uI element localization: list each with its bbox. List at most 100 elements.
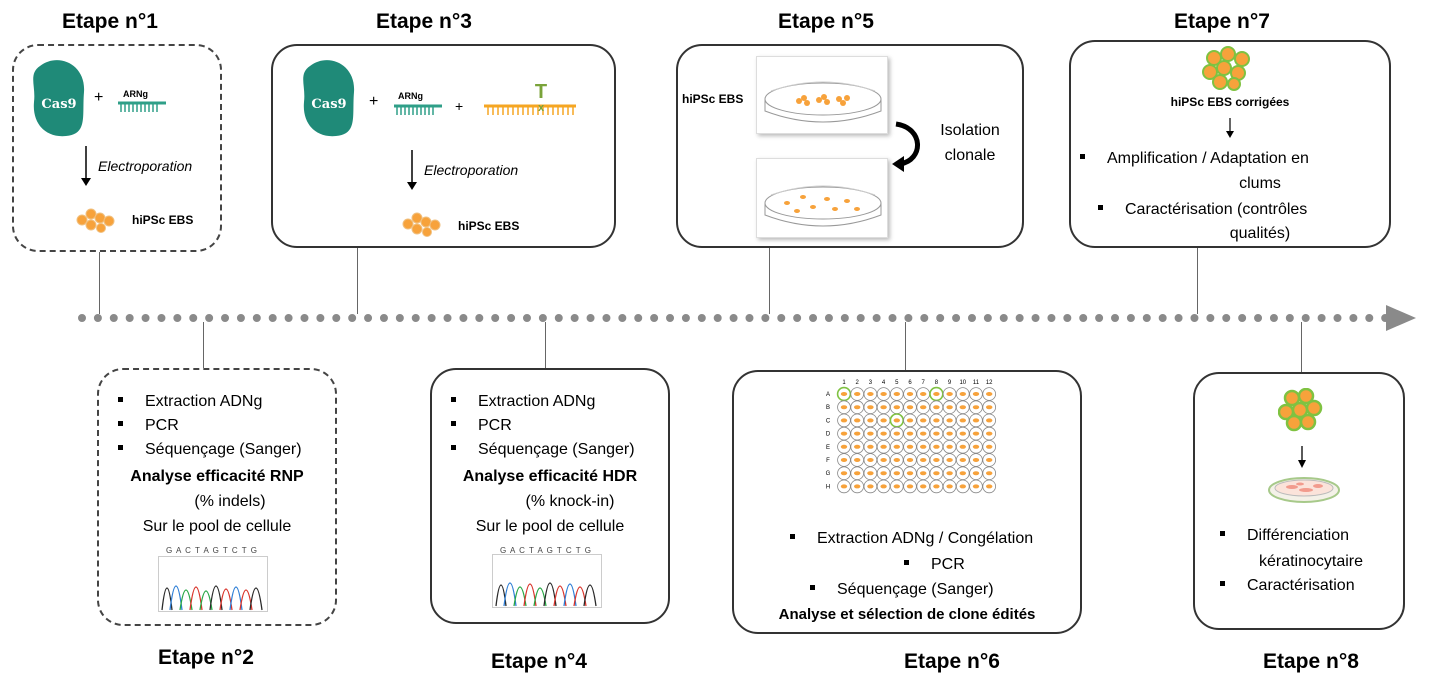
step7-bullet-2-cont: qualités) [1229, 225, 1291, 242]
plate-column-label: 9 [948, 380, 952, 386]
well-colony [893, 484, 900, 489]
plate-column-label: 4 [882, 380, 886, 386]
well-colony [920, 471, 927, 476]
step4-pool: Sur le pool de cellule [475, 518, 625, 535]
step1-method: Electroporation [98, 158, 193, 174]
well-colony [840, 484, 848, 489]
step3-method: Electroporation [424, 162, 519, 178]
step6-bullet-3: Séquençage (Sanger) [810, 581, 994, 599]
step3-title: Etape n°3 [376, 10, 472, 33]
well-colony [880, 458, 887, 462]
well-colony [906, 392, 914, 396]
well-colony [920, 484, 927, 489]
well-colony [854, 484, 861, 489]
well-colony [854, 405, 861, 410]
well-colony [906, 471, 914, 476]
well-colony [840, 405, 848, 410]
connector-step6 [905, 322, 906, 370]
step4-metric: (% knock-in) [525, 493, 615, 510]
step3-plus1: + [369, 93, 379, 110]
down-arrow-icon [81, 146, 91, 186]
plate-row-label: A [826, 392, 830, 398]
step7-bullet-1-cont: clums [1239, 175, 1281, 192]
well-colony [946, 444, 953, 449]
well-colony [840, 458, 848, 462]
well-colony [893, 444, 900, 449]
well-colony [840, 444, 848, 449]
plate-column-label: 11 [973, 380, 980, 386]
plate-column-label: 8 [935, 380, 939, 386]
well-colony [920, 418, 927, 423]
step4-bullet-3: Séquençage (Sanger) [451, 441, 635, 459]
cell-cluster-icon [1278, 388, 1323, 432]
grna-icon [118, 101, 166, 112]
step4-bullet-1: Extraction ADNg [451, 393, 595, 411]
chromatogram-icon [158, 556, 268, 612]
step6-bullet-1: Extraction ADNg / Congélation [790, 530, 1033, 548]
corrected-cell-cluster-icon [1202, 46, 1250, 91]
well-colony [893, 471, 900, 476]
dish-isolated-clones [756, 158, 888, 238]
well-colony [972, 484, 980, 489]
well-colony [946, 431, 953, 436]
well-colony [854, 431, 861, 436]
well-colony [867, 484, 874, 489]
well-colony [854, 458, 861, 462]
well-colony [920, 431, 927, 436]
well-colony [959, 418, 966, 423]
well-colony [933, 484, 940, 489]
step7-cells-label: hiPSc EBS corrigées [1170, 95, 1290, 109]
well-colony [933, 418, 940, 423]
well-colony [986, 444, 993, 449]
well-colony [946, 392, 953, 396]
well-colony [840, 392, 848, 396]
well-colony [867, 418, 874, 423]
plate-row-label: B [826, 405, 830, 411]
well-colony [867, 471, 874, 476]
well-colony [933, 458, 940, 462]
well-colony [986, 431, 993, 436]
isolation-label-line2: clonale [944, 147, 996, 164]
plate-row-label: D [826, 432, 831, 438]
step2-pool: Sur le pool de cellule [142, 518, 292, 535]
well-colony [946, 471, 953, 476]
plate-column-label: 2 [856, 380, 860, 386]
step6-analysis: Analyse et sélection de clone édités [778, 606, 1036, 623]
well-colony [933, 431, 940, 436]
well-colony [959, 431, 966, 436]
well-colony [880, 471, 887, 476]
step2-metric: (% indels) [194, 493, 266, 510]
step3-cells-label: hiPSc EBS [458, 219, 520, 233]
timeline-arrowhead [1386, 305, 1416, 331]
down-arrow-icon [1298, 446, 1306, 468]
well-colony [972, 392, 980, 396]
well-colony [933, 444, 940, 449]
well-colony [946, 458, 953, 462]
well-colony [867, 458, 874, 462]
dish-with-cells [756, 56, 888, 134]
step2-bullet-2: PCR [118, 417, 179, 435]
well-colony [946, 418, 953, 423]
plate-column-label: 12 [986, 380, 993, 386]
chromatogram-icon [492, 554, 602, 608]
step4-analysis: Analyse efficacité HDR [462, 468, 638, 485]
well-colony [972, 458, 980, 462]
well-colony [880, 418, 887, 423]
well-colony [972, 431, 980, 436]
well-colony [893, 458, 900, 462]
step7-box [1069, 40, 1391, 248]
connector-step3 [357, 248, 358, 314]
well-colony [933, 471, 940, 476]
well-colony [893, 418, 900, 423]
step5-cells-label: hiPSc EBS [682, 92, 744, 106]
well-colony [920, 458, 927, 462]
well-colony [854, 444, 861, 449]
plate-row-label: H [826, 484, 830, 490]
well-colony [880, 484, 887, 489]
connector-step5 [769, 248, 770, 314]
well-colony [867, 392, 874, 396]
well-colony [986, 458, 993, 462]
well-colony [959, 458, 966, 462]
step8-bullet-1-cont: kératinocytaire [1258, 553, 1364, 570]
